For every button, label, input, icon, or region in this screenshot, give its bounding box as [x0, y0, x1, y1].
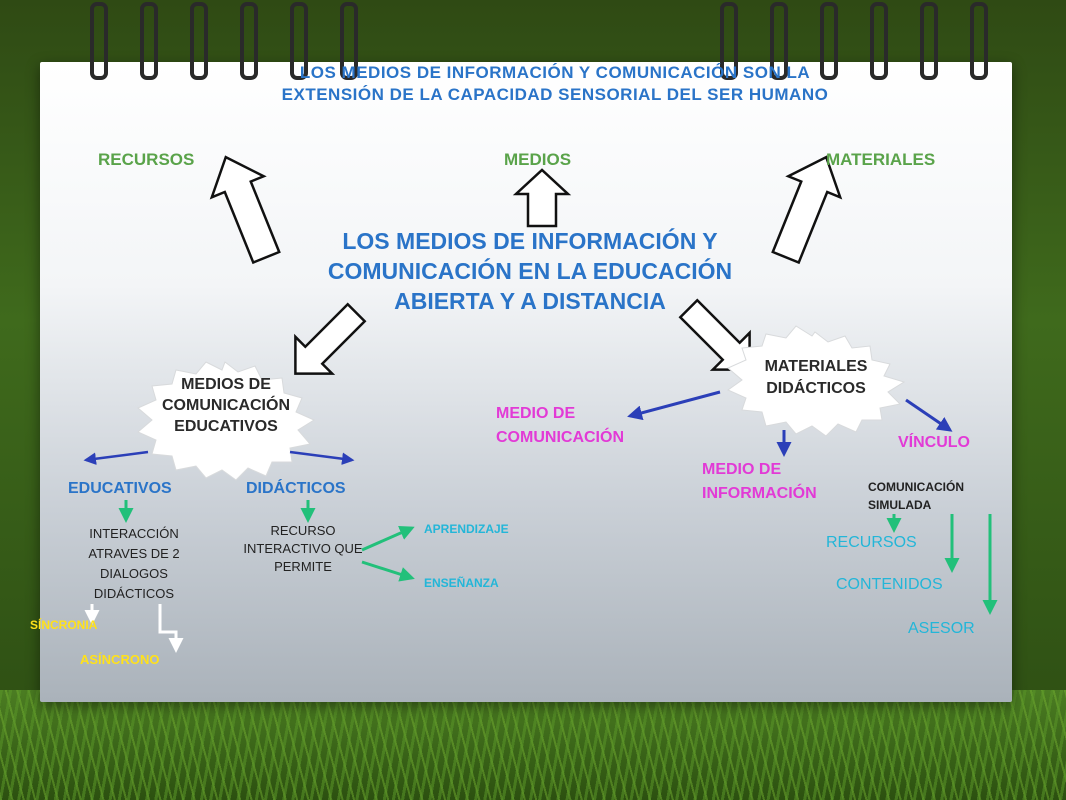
- didacticos-description: RECURSO INTERACTIVO QUE PERMITE: [243, 523, 363, 574]
- spiral-ring: [240, 2, 258, 80]
- spiral-ring: [140, 2, 158, 80]
- arrow-to-vinculo: [905, 398, 953, 432]
- spiral-ring: [190, 2, 208, 80]
- spiral-ring: [340, 2, 358, 80]
- label-asesor: ASESOR: [908, 620, 975, 637]
- block-arrow-down-left: [294, 302, 367, 375]
- spiral-ring: [920, 2, 938, 80]
- label-ensenanza: ENSEÑANZA: [424, 576, 499, 590]
- block-arrow-materiales: [771, 155, 843, 265]
- arrow-to-aprendizaje: [361, 525, 415, 552]
- label-asincrono: ASÍNCRONO: [80, 652, 160, 667]
- arrow-to-asincrono: [158, 604, 184, 653]
- label-medio-informacion: MEDIO DE INFORMACIÓN: [702, 461, 817, 502]
- educativos-description: INTERACCIÓN ATRAVES DE 2 DIALOGOS DIDÁCT…: [88, 526, 180, 601]
- block-arrow-medios: [512, 168, 572, 228]
- badge-medios-comunicacion-educativos: MEDIOS DE COMUNICACIÓN EDUCATIVOS: [162, 376, 290, 435]
- label-vinculo: VÍNCULO: [898, 434, 970, 451]
- arrow-to-ensenanza: [361, 560, 415, 582]
- category-medios: MEDIOS: [504, 150, 572, 169]
- category-materiales: MATERIALES: [826, 150, 936, 169]
- label-medio-comunicacion: MEDIO DE COMUNICACIÓN: [496, 405, 624, 446]
- spiral-ring: [90, 2, 108, 80]
- spiral-ring: [820, 2, 838, 80]
- spiral-ring: [870, 2, 888, 80]
- badge-materiales-didacticos: MATERIALES DIDÁCTICOS: [764, 358, 868, 397]
- spiral-ring: [970, 2, 988, 80]
- grass-background: [0, 690, 1066, 800]
- label-contenidos: CONTENIDOS: [836, 576, 943, 593]
- spiral-ring: [290, 2, 308, 80]
- badge-burst-left: [137, 361, 316, 481]
- arrow-to-educativos: [83, 450, 149, 465]
- arrow-to-medio-comunicacion: [627, 390, 721, 421]
- label-recursos: RECURSOS: [826, 534, 917, 551]
- spiral-ring: [770, 2, 788, 80]
- block-arrow-recursos: [209, 155, 281, 265]
- label-aprendizaje: APRENDIZAJE: [424, 522, 509, 536]
- label-didacticos: DIDÁCTICOS: [246, 480, 346, 497]
- central-title: LOS MEDIOS DE INFORMACIÓN Y COMUNICACIÓN…: [327, 228, 733, 314]
- arrow-to-didacticos: [289, 450, 355, 465]
- block-arrow-down-right: [678, 298, 751, 371]
- header-title: LOS MEDIOS DE INFORMACIÓN Y COMUNICACIÓN…: [281, 63, 829, 104]
- spiral-ring: [720, 2, 738, 80]
- label-sincronia: SÍNCRONIA: [30, 618, 98, 632]
- label-educativos: EDUCATIVOS: [68, 480, 172, 497]
- badge-burst-right: [726, 325, 906, 437]
- label-comunicacion-simulada: COMUNICACIÓN SIMULADA: [868, 480, 964, 512]
- category-recursos: RECURSOS: [98, 150, 195, 169]
